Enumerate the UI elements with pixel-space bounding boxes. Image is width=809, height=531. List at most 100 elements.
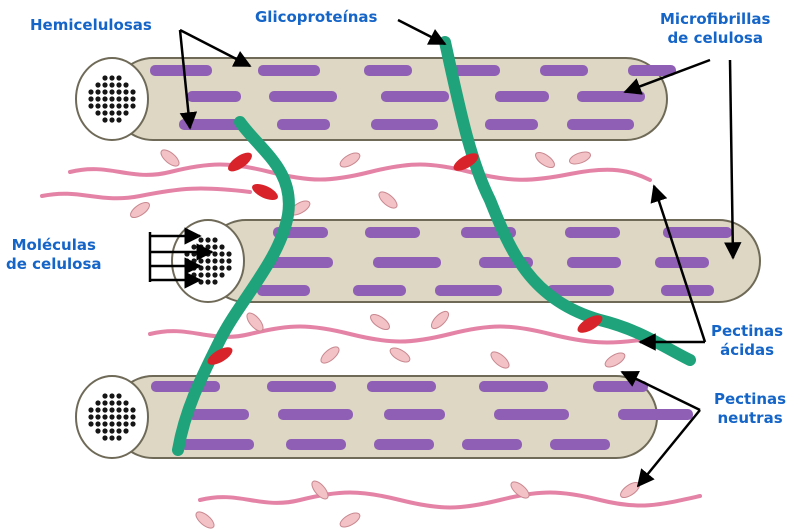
hemicellulose-segment [286,439,346,450]
cellulose-molecule-dot [102,435,107,440]
hemicellulose-segment [452,65,500,76]
cellulose-molecule-dot [109,117,114,122]
cellulose-molecule-dot [88,89,93,94]
cellulose-molecule-dot [123,96,128,101]
cellulose-molecule-dot [212,279,217,284]
cellulose-molecule-dot [116,103,121,108]
neutral-pectin [368,312,392,333]
cellulose-molecule-dot [130,96,135,101]
cellulose-molecule-dot [116,117,121,122]
cellulose-molecule-dot [116,110,121,115]
cellulose-molecule-dot [116,414,121,419]
cellulose-molecule-dot [88,421,93,426]
hemicellulose-segment [150,65,212,76]
cellulose-molecule-dot [184,258,189,263]
cellulose-molecule-dot [116,393,121,398]
cellulose-molecule-dot [130,103,135,108]
hemicellulose-segment [618,409,693,420]
cellulose-molecule-dot [102,82,107,87]
cellulose-molecule-dot [205,244,210,249]
cellulose-molecule-dot [116,421,121,426]
hemicellulose-segment [353,285,406,296]
cellulose-molecule-dot [95,421,100,426]
hemicellulose-segment [267,381,336,392]
cellulose-molecule-dot [116,428,121,433]
hemicellulose-segment [257,285,310,296]
hemicellulose-segment [374,439,434,450]
acidic-pectin-strand-1 [70,165,650,181]
cellulose-molecule-dot [123,428,128,433]
cellulose-molecule-dot [205,258,210,263]
cellulose-molecule-dot [205,265,210,270]
cellulose-molecule-dot [123,110,128,115]
cellulose-molecule-dot [109,96,114,101]
hemicellulose-segment [381,91,449,102]
hemicellulose-segment [567,119,634,130]
cellulose-molecule-dot [198,244,203,249]
neutral-pectin [388,345,412,365]
hemicellulose-segment [462,439,522,450]
hemicellulose-segment [435,285,502,296]
neutral-pectin [568,150,592,167]
cellulose-molecule-dot [226,258,231,263]
cellulose-molecule-dot [109,103,114,108]
label-moleculas-line-1: Moléculas [6,236,102,255]
cellulose-molecule-dot [205,272,210,277]
cellulose-molecule-dot [109,393,114,398]
label-pectinas-acidas-line-1: Pectinas [711,322,783,341]
cellulose-molecule-dot [109,421,114,426]
hemicellulose-segment [550,439,610,450]
cellulose-molecule-dot [212,251,217,256]
cellulose-molecule-dot [123,89,128,94]
label-microfibrillas-line-1: Microfibrillas [660,10,770,29]
cellulose-molecule-dot [123,400,128,405]
label-microfibrillas-line-2: de celulosa [660,29,770,48]
cellulose-molecule-dot [123,82,128,87]
cellulose-molecule-dot [123,407,128,412]
hemicellulose-segment [277,119,330,130]
cellulose-molecule-dot [116,75,121,80]
neutral-pectin [338,150,362,170]
cellulose-molecule-dot [95,89,100,94]
cellulose-molecule-dot [116,400,121,405]
hemicellulose-segment [371,119,438,130]
red-molecule [250,181,280,204]
cellulose-molecule-dot [102,414,107,419]
cellulose-molecule-dot [88,414,93,419]
neutral-pectin [244,310,266,333]
label-pectinas-neutras-line-1: Pectinas [714,390,786,409]
cellulose-molecule-dot [219,251,224,256]
cellulose-molecule-dot [95,407,100,412]
hemicellulose-segment [258,65,320,76]
cellulose-molecule-dot [191,272,196,277]
hemicellulose-segment [577,91,645,102]
cellulose-molecule-dot [116,89,121,94]
label-hemicelulosas: Hemicelulosas [30,16,152,35]
label-pectinas-neutras-line-2: neutras [714,409,786,428]
cellulose-molecule-dot [219,244,224,249]
cellulose-molecule-dot [219,272,224,277]
cellulose-molecule-dot [109,400,114,405]
cellulose-molecule-dot [116,82,121,87]
neutral-pectin [338,510,362,530]
cellulose-molecule-dot [191,258,196,263]
cellulose-molecule-dot [116,407,121,412]
cellulose-molecule-dot [95,400,100,405]
cellulose-molecule-dot [130,421,135,426]
neutral-pectin [603,350,627,370]
cellulose-molecule-dot [109,89,114,94]
hemicellulose-segment [494,409,569,420]
cellulose-molecule-dot [226,251,231,256]
hemicellulose-segment [485,119,538,130]
cellulose-molecule-dot [109,414,114,419]
hemicellulose-segment [269,91,337,102]
cellulose-molecule-dot [109,407,114,412]
cellulose-molecule-dot [198,272,203,277]
cellulose-molecule-dot [102,103,107,108]
hemicellulose-segment [364,65,412,76]
cellulose-molecule-dot [109,435,114,440]
cellulose-molecule-dot [88,96,93,101]
neutral-pectin [158,147,181,169]
